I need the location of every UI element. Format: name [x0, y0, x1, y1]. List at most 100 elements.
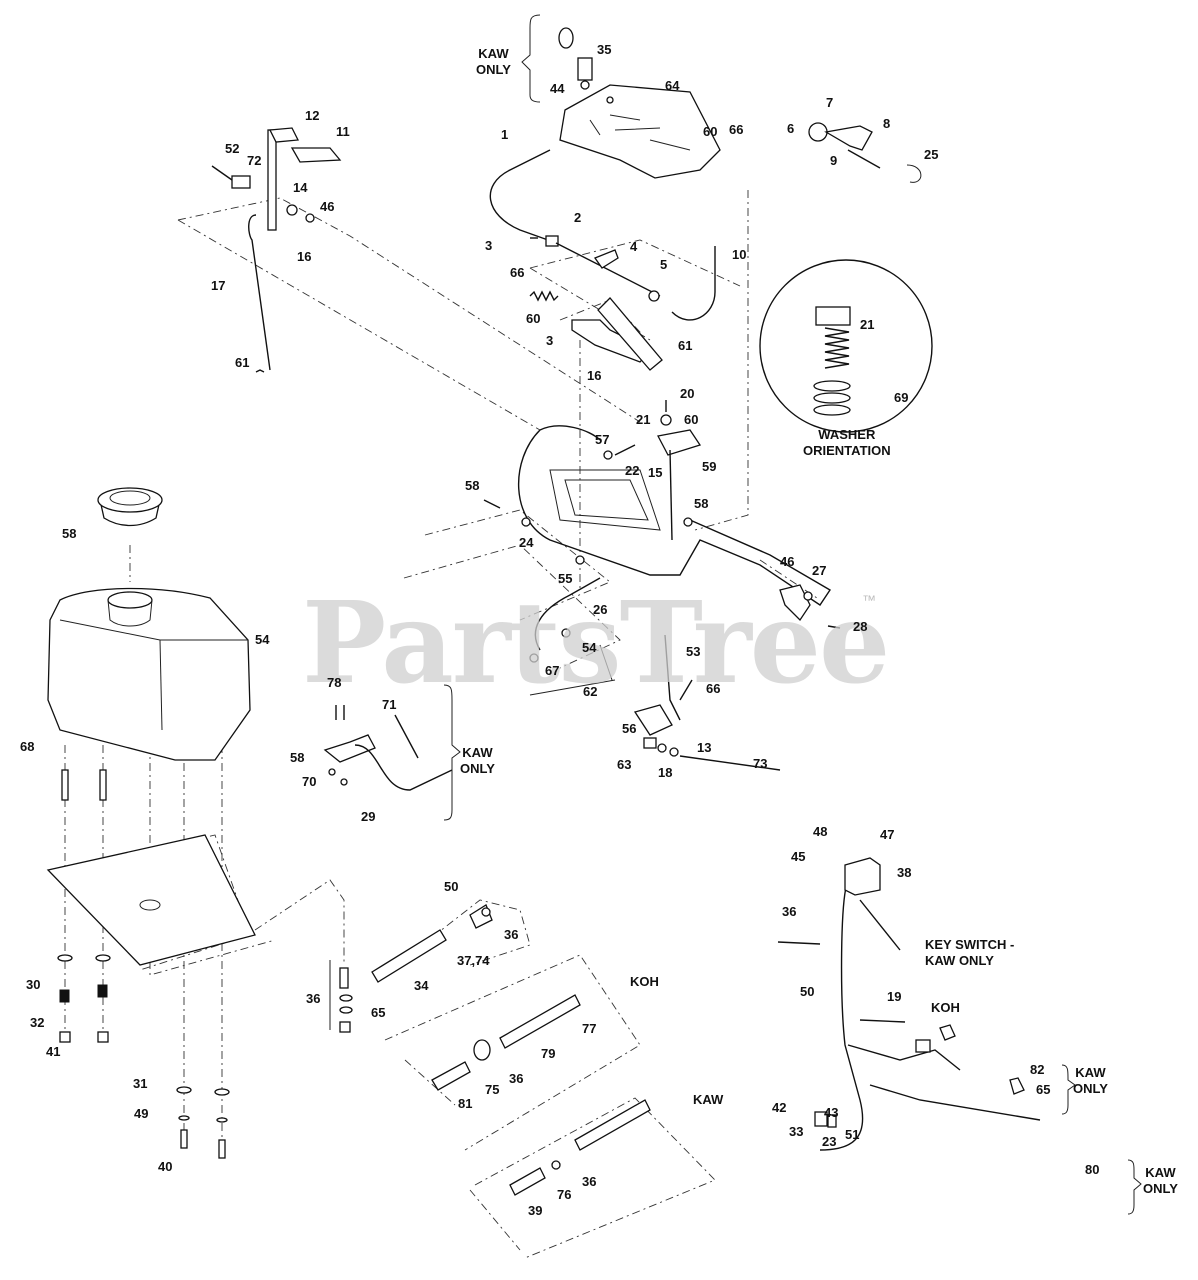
callout: 33: [789, 1124, 804, 1139]
callout: 40: [158, 1159, 173, 1174]
brace-mid: [443, 684, 461, 821]
callout: 24: [519, 535, 534, 550]
callout: 58: [465, 478, 480, 493]
callout: 36: [782, 904, 797, 919]
callout: 75: [485, 1082, 500, 1097]
callout: 82: [1030, 1062, 1045, 1077]
fuel-tank: [47, 587, 251, 761]
callout: 66: [706, 681, 721, 696]
callout: 51: [845, 1127, 860, 1142]
callout: 25: [924, 147, 939, 162]
callout: 79: [541, 1046, 556, 1061]
callout: 37,74: [457, 953, 490, 968]
lever-55: [534, 577, 601, 651]
nut-46b: [803, 591, 813, 601]
callout: 14: [293, 180, 308, 195]
wiring-harness: [777, 857, 1041, 1151]
choke-lever: [808, 122, 922, 183]
callout: 62: [583, 684, 598, 699]
callout: 19: [887, 989, 902, 1004]
callout: 72: [247, 153, 262, 168]
callout: 71: [382, 697, 397, 712]
washer-detail: [759, 259, 933, 433]
key-switch-part: [558, 27, 593, 90]
callout: 50: [444, 879, 459, 894]
callout: 53: [686, 644, 701, 659]
callout: 10: [732, 247, 747, 262]
callout: 45: [791, 849, 806, 864]
koh-hoses: [431, 994, 581, 1091]
callout: 35: [597, 42, 612, 57]
callout: 77: [582, 1021, 597, 1036]
callout: 60: [684, 412, 699, 427]
callout: 1: [501, 127, 509, 142]
lever-62: [633, 634, 693, 736]
callout: 30: [26, 977, 41, 992]
callout: 47: [880, 827, 895, 842]
callout: 56: [622, 721, 637, 736]
callout: 2: [574, 210, 582, 225]
callout: 36: [306, 991, 321, 1006]
callout: 61: [678, 338, 693, 353]
callout: 58: [694, 496, 709, 511]
nut-54b: [529, 653, 539, 663]
callout: 7: [826, 95, 834, 110]
brace-81: [1061, 1064, 1076, 1115]
fuel-lines: [329, 904, 493, 1033]
callout: 65: [1036, 1082, 1051, 1097]
callout: 65: [371, 1005, 386, 1020]
fuel-cap: [97, 487, 163, 527]
callout: 61: [235, 355, 250, 370]
callout: 81: [458, 1096, 473, 1111]
note-key-switch: KEY SWITCH -KAW ONLY: [925, 937, 1015, 969]
spring-5: [529, 290, 559, 302]
callout: KOH: [931, 1000, 960, 1015]
callout: 36: [509, 1071, 524, 1086]
label-kaw: KAW: [693, 1092, 724, 1107]
washers-nuts: [57, 954, 230, 1159]
callout: 18: [658, 765, 673, 780]
label-koh: KOH: [630, 974, 659, 989]
cable-1: [489, 149, 551, 241]
callout: 3: [546, 333, 554, 348]
callout: 22: [625, 463, 640, 478]
callout: 57: [595, 432, 610, 447]
brace-top: [521, 14, 541, 103]
callout: 9: [830, 153, 838, 168]
callout: 66: [510, 265, 525, 280]
callout: 34: [414, 978, 429, 993]
watermark: PartsTree: [302, 578, 890, 709]
callout: 21: [860, 317, 875, 332]
callout: 11: [336, 124, 350, 139]
clip-16: [255, 369, 265, 373]
callout: 12: [305, 108, 320, 123]
callout: 36: [504, 927, 519, 942]
assembly-dash-lines: [64, 190, 821, 1259]
callout: 8: [883, 116, 891, 131]
callout: 23: [822, 1134, 837, 1149]
callout: 15: [648, 465, 663, 480]
handle-frame: [517, 297, 831, 622]
callout: 6: [787, 121, 795, 136]
callout: 55: [558, 571, 573, 586]
callout: 80: [1085, 1162, 1100, 1177]
callout: 17: [211, 278, 226, 293]
callout: 26: [593, 602, 608, 617]
callout: 43: [824, 1105, 839, 1120]
misc-fasteners: [483, 400, 693, 565]
callout: 73: [753, 756, 768, 771]
callout: 48: [813, 824, 828, 839]
callout: 58: [290, 750, 305, 765]
callout: 78: [327, 675, 342, 690]
callout: 67: [545, 663, 560, 678]
callout: 44: [550, 81, 565, 96]
callout: 69: [894, 390, 909, 405]
callout: 60: [703, 124, 718, 139]
callout: 13: [697, 740, 712, 755]
nut-54a: [561, 628, 571, 638]
callout: 46: [780, 554, 795, 569]
